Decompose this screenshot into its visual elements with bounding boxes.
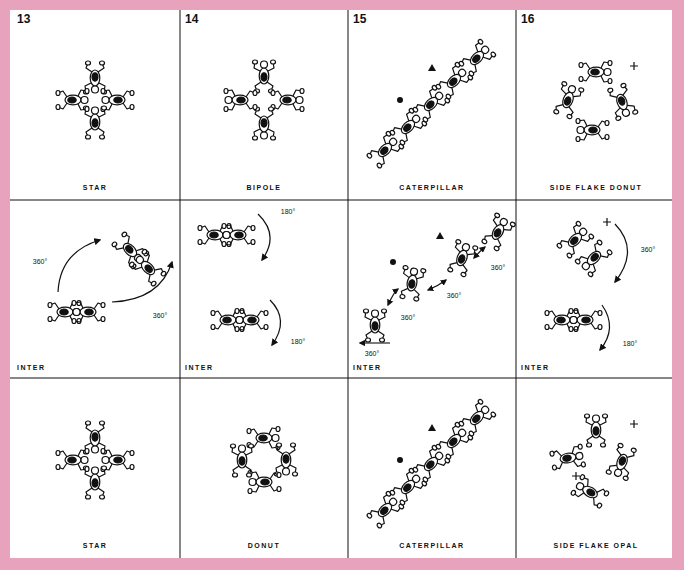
rotation-arrow: [474, 247, 485, 258]
skydiver-figure: [551, 81, 584, 120]
angle-label: 180°: [622, 340, 638, 348]
cell-number: 15: [352, 13, 367, 26]
plus-marker: [630, 62, 638, 70]
skydiver-figure: [411, 445, 451, 485]
skydiver-figure: [364, 309, 387, 342]
dot-marker: [397, 97, 403, 103]
formation-name: STAR: [82, 542, 109, 550]
skydiver-figure: [365, 491, 405, 531]
rotation-arrow: [388, 289, 398, 305]
skydiver-figure: [575, 238, 615, 278]
grid-lines: [10, 10, 672, 558]
formation-name: BIPOLE: [245, 184, 282, 192]
dot-marker: [390, 259, 396, 265]
angle-label: 360°: [490, 264, 506, 272]
transition-name: INTER: [352, 364, 383, 372]
skydiver-figure: [457, 399, 497, 439]
grid-line: [180, 10, 181, 558]
skydiver-figure: [248, 471, 281, 494]
skydiver-figure: [411, 85, 451, 125]
grid-line: [10, 200, 672, 201]
skydiver-figure: [549, 444, 585, 472]
skydiver-figure: [231, 444, 254, 477]
plus-marker: [572, 472, 580, 480]
angle-label: 360°: [152, 312, 168, 320]
angle-label: 360°: [446, 292, 462, 300]
skydiver-figure: [72, 301, 105, 324]
formation-name: CATERPILLAR: [398, 542, 465, 550]
angle-label: 360°: [364, 350, 380, 358]
triangle-marker: [428, 424, 436, 431]
cell-number: 13: [16, 13, 31, 26]
angle-label: 360°: [400, 314, 416, 322]
dot-marker: [397, 457, 403, 463]
skydiver-figure: [235, 309, 268, 332]
skydiver-figure: [576, 119, 609, 142]
skydiver-figure: [365, 131, 405, 171]
plus-marker: [630, 420, 638, 428]
skydiver-figure: [388, 108, 428, 148]
skydiver-figure: [253, 107, 276, 140]
rotation-arrow: [600, 305, 610, 350]
cell-number: 14: [184, 13, 199, 26]
formation-name: DONUT: [247, 542, 281, 550]
angle-label: 180°: [280, 208, 296, 216]
skydiver-figure: [480, 212, 516, 252]
transition-name: INTER: [16, 364, 47, 372]
grid-line: [348, 10, 349, 558]
skydiver-figure: [445, 239, 478, 278]
rotation-arrow: [258, 214, 270, 260]
skydiver-figure: [271, 89, 304, 112]
rotation-arrow: [360, 342, 390, 343]
skydiver-figure: [569, 309, 602, 332]
skydiver-figure: [388, 468, 428, 508]
formation-name: CATERPILLAR: [398, 184, 465, 192]
skydiver-figure: [253, 60, 276, 93]
skydiver-figure: [606, 442, 639, 481]
skydiver-figure: [224, 89, 257, 112]
grid-line: [516, 10, 517, 558]
skydiver-figure: [56, 449, 89, 472]
triangle-marker: [428, 64, 436, 71]
rotation-arrow: [615, 224, 628, 282]
skydiver-figure: [222, 224, 255, 247]
transition-name: INTER: [520, 364, 551, 372]
cell-number: 16: [520, 13, 535, 26]
formation-name: SIDE FLAKE DONUT: [549, 184, 643, 192]
skydiver-figure: [129, 249, 169, 289]
rotation-arrow: [428, 280, 446, 290]
skydiver-figure: [457, 39, 497, 79]
skydiver-figure: [398, 265, 426, 301]
angle-label: 360°: [640, 246, 656, 254]
plus-marker: [603, 218, 611, 226]
skydiver-figure: [434, 422, 474, 462]
skydiver-figure: [275, 443, 298, 476]
transition-name: INTER: [184, 364, 215, 372]
rotation-arrow: [270, 300, 281, 345]
grid-line: [10, 378, 672, 379]
rotation-arrow: [112, 262, 172, 302]
formation-name: SIDE FLAKE OPAL: [553, 542, 640, 550]
triangle-marker: [436, 232, 444, 239]
angle-label: 180°: [290, 338, 306, 346]
angle-label: 360°: [32, 258, 48, 266]
skydiver-figure: [585, 414, 608, 447]
skydiver-figure: [555, 221, 595, 261]
skydiver-figure: [579, 61, 612, 84]
skydiver-figure: [605, 82, 638, 121]
skydiver-figure: [434, 62, 474, 102]
skydiver-figure: [56, 89, 89, 112]
formation-name: STAR: [82, 184, 109, 192]
rotation-arrow: [58, 240, 100, 292]
